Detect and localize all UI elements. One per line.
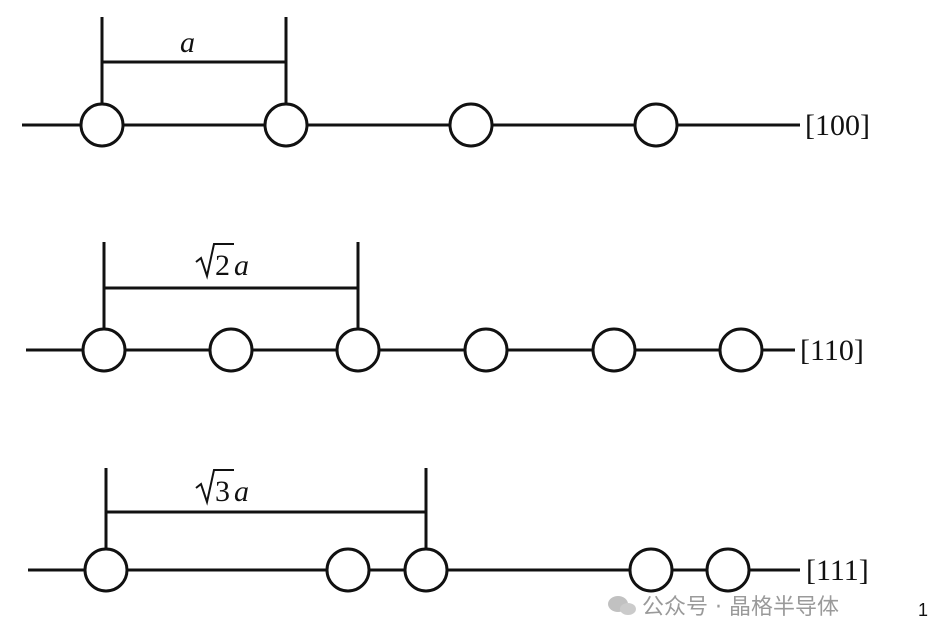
row-110-direction-label: [110]	[800, 334, 864, 367]
row-100-atom	[79, 102, 125, 148]
row-110-atom	[718, 327, 764, 373]
row-111-spacing-symbol: a	[234, 475, 249, 508]
row-100-direction-label: [100]	[805, 109, 870, 142]
row-110-atom	[208, 327, 254, 373]
wechat-icon	[608, 596, 636, 615]
row-111-atom	[325, 547, 371, 593]
watermark: 公众号 · 晶格半导体	[642, 595, 839, 618]
row-110-atom	[81, 327, 127, 373]
page-number: 1	[918, 600, 928, 618]
row-110-spacing-symbol: a	[234, 249, 249, 282]
row-100-atom	[448, 102, 494, 148]
row-111-direction-label: [111]	[806, 554, 869, 587]
row-110-radicand: 2	[215, 249, 230, 282]
row-111-atom	[628, 547, 674, 593]
row-110-atom	[335, 327, 381, 373]
row-111-radicand: 3	[215, 475, 230, 508]
row-111-atom	[705, 547, 751, 593]
row-100-atom	[263, 102, 309, 148]
row-110-atom	[463, 327, 509, 373]
row-100-spacing-label: a	[180, 26, 195, 59]
svg-text:2a: 2a	[215, 249, 249, 282]
row-111-atom	[83, 547, 129, 593]
row-100-atom	[633, 102, 679, 148]
row-111-atom	[403, 547, 449, 593]
svg-text:3a: 3a	[215, 475, 249, 508]
row-110-atom	[591, 327, 637, 373]
